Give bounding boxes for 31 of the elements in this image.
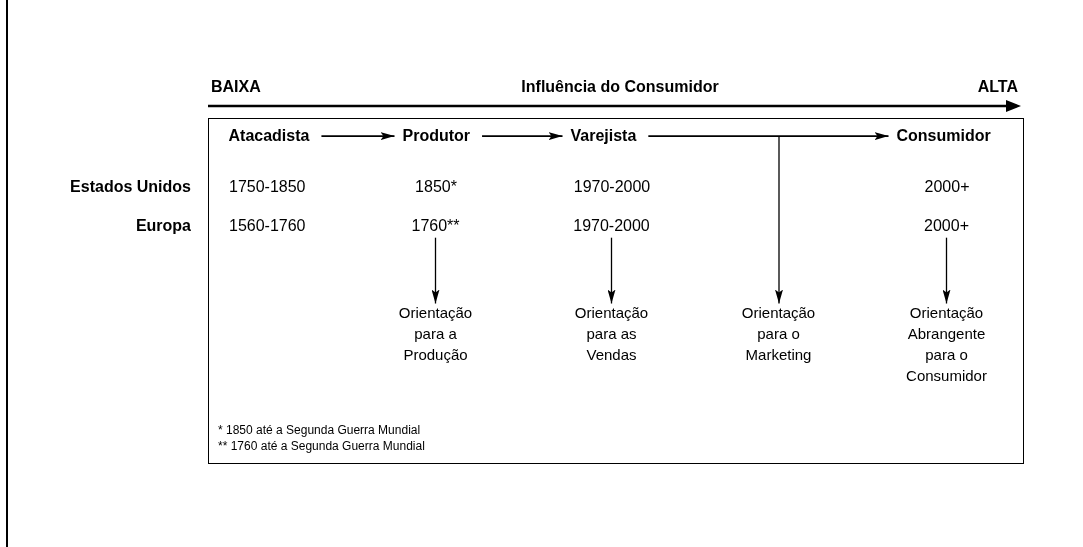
date-text: 1760** [411,215,460,235]
arrow [647,132,890,141]
orientation-label: Orientação para o Marketing [730,301,827,365]
arrow [607,237,616,305]
axis-title: Influência do Consumidor [521,77,719,97]
arrow [431,237,440,305]
date-text: 1970-2000 [573,177,651,197]
arrow [481,132,564,141]
orientation-label: Orientação para a Produção [387,301,484,365]
row-heading: Estados Unidos [70,177,191,197]
stage-label: Atacadista [228,125,310,145]
orientation-label: Orientação Abrangente para o Consumidor [898,301,995,386]
arrow [942,237,951,305]
arrow [775,136,783,305]
footnote: ** 1760 até a Segunda Guerra Mundial [218,439,425,454]
stage-label: Varejista [570,125,637,145]
row-heading: Europa [135,216,191,236]
panel-box [208,118,1024,464]
arrow [320,132,396,141]
scale-label: ALTA [977,77,1018,97]
scale-label: BAIXA [211,77,261,97]
date-text: 2000+ [924,215,969,235]
footnote: * 1850 até a Segunda Guerra Mundial [218,423,421,438]
stage-label: Consumidor [896,125,991,145]
orientation-label: Orientação para as Vendas [563,301,660,365]
date-text: 1560-1760 [229,216,306,236]
date-text: 1970-2000 [573,215,650,235]
stage-label: Produtor [402,125,471,145]
date-text: 1850* [415,177,457,197]
date-text: 2000+ [924,177,970,197]
date-text: 1750-1850 [229,177,306,197]
